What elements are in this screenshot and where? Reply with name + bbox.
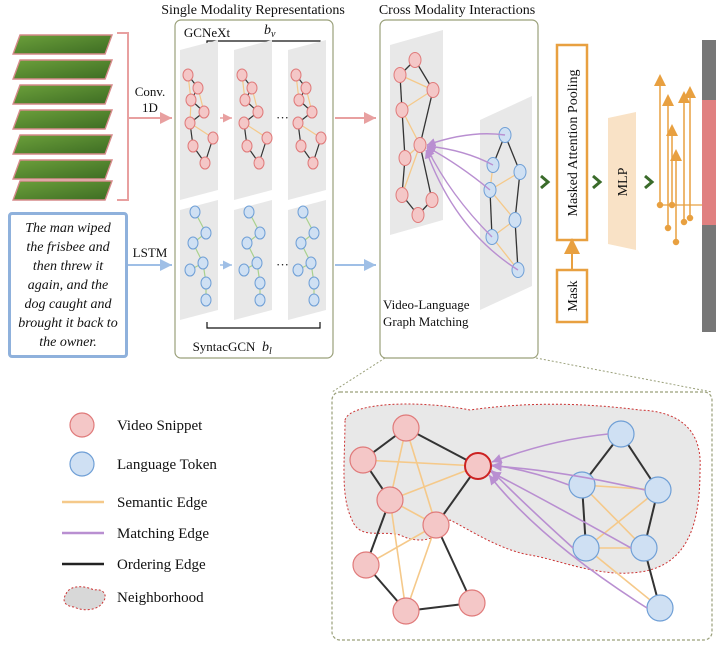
- bl-label: bl: [262, 340, 272, 357]
- proposal-arrows: [654, 74, 696, 246]
- conv1d-label-line2: 1D: [142, 100, 158, 115]
- legend-language-swatch: [69, 451, 95, 477]
- mlp-block: [608, 112, 636, 250]
- conv1d-label-line1: Conv.: [135, 84, 166, 99]
- legend-video-swatch: [69, 412, 95, 438]
- cross-video-graph: [393, 52, 440, 223]
- video-frames: [12, 34, 114, 201]
- zoom-matching-edges: [488, 433, 648, 609]
- video-graph-panel-1: [180, 40, 219, 200]
- video-bracket: [117, 32, 129, 201]
- mask-box: [555, 268, 589, 324]
- syntacgcn-label: SyntacGCN: [193, 339, 256, 354]
- chevron-right-icon: [644, 174, 655, 190]
- zoom-line-left: [331, 357, 386, 393]
- language-graph-panel-1: [180, 200, 218, 320]
- language-graph-panel-2: [234, 200, 272, 320]
- language-ellipsis: ···: [276, 257, 289, 272]
- video-graph-panel-3: [288, 40, 327, 200]
- legend-language-label: Language Token: [117, 457, 217, 473]
- video-ellipsis: ···: [276, 110, 289, 125]
- video-graph-panel-2: [234, 40, 273, 200]
- lstm-label: LSTM: [133, 245, 168, 260]
- legend-matching-label: Matching Edge: [117, 526, 209, 542]
- legend-neighborhood-swatch: [63, 586, 106, 611]
- legend-semantic-label: Semantic Edge: [117, 495, 208, 511]
- bv-label: bv: [264, 23, 276, 40]
- cross-modality-title: Cross Modality Interactions: [379, 3, 535, 18]
- cross-language-panel: [480, 96, 532, 310]
- timeline-highlight: [702, 100, 716, 225]
- zoom-video-graph: [349, 414, 492, 625]
- gcnext-label: GCNeXt: [184, 25, 231, 40]
- vlgm-label-line1: Video-Language: [383, 297, 470, 312]
- single-modality-title: Single Modality Representations: [161, 3, 345, 18]
- vlgm-label-line2: Graph Matching: [383, 314, 469, 329]
- masked-attention-pooling-label: Masked Attention Pooling: [566, 70, 581, 217]
- sentence-text: The man wiped the frisbee and then threw…: [18, 220, 118, 350]
- chevron-right-icon: [592, 174, 603, 190]
- legend-neighborhood-label: Neighborhood: [117, 590, 204, 606]
- zoom-line-right: [535, 357, 713, 393]
- syntacgcn-bracket: [206, 322, 321, 329]
- language-graph-panel-3: [288, 200, 326, 320]
- chevron-right-icon: [540, 174, 551, 190]
- mask-label: Mask: [566, 280, 581, 311]
- legend-video-label: Video Snippet: [117, 418, 203, 434]
- mlp-label: MLP: [616, 167, 631, 196]
- cross-matching-edges: [424, 133, 519, 271]
- legend: Video Snippet Language Token Semantic Ed…: [62, 412, 217, 611]
- legend-ordering-label: Ordering Edge: [117, 557, 206, 573]
- sentence-caption: The man wiped the frisbee and then threw…: [8, 212, 128, 358]
